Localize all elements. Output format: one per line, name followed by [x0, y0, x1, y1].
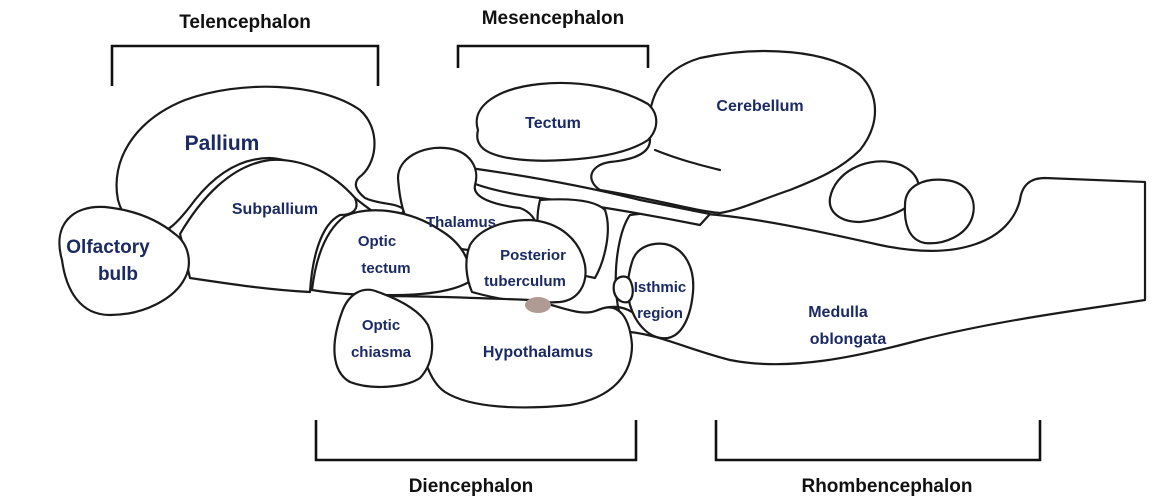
nucleus-marker: [525, 297, 551, 313]
isthmic-region-label-line1: Isthmic: [634, 279, 687, 296]
pallium-label: Pallium: [185, 132, 260, 155]
diencephalon-label: Diencephalon: [409, 476, 534, 497]
isthmic-loop-shape: [614, 277, 633, 303]
isthmic-region-label-line2: region: [637, 305, 683, 322]
medulla-oblongata-label-line2: oblongata: [810, 331, 887, 348]
rhombencephalon-bracket: [716, 420, 1040, 460]
medulla-oblongata-label-line1: Medulla: [808, 304, 868, 321]
telencephalon-bracket: [112, 46, 378, 86]
subpallium-label: Subpallium: [232, 201, 318, 218]
mesencephalon-bracket: [458, 46, 648, 68]
telencephalon-label: Telencephalon: [179, 12, 311, 33]
posterior-tuberculum-label-line1: Posterior: [500, 247, 566, 264]
cerebellum-label: Cerebellum: [716, 98, 803, 115]
optic-tectum-label-line1: Optic: [358, 233, 396, 250]
posterior-tuberculum-label-line2: tuberculum: [484, 273, 566, 290]
olfactory-bulb-label-line2: bulb: [98, 264, 138, 285]
olfactory-bulb-label-line1: Olfactory: [66, 237, 150, 258]
rhombencephalon-label: Rhombencephalon: [801, 476, 972, 497]
optic-chiasma-label-line1: Optic: [362, 317, 400, 334]
optic-tectum-label-line2: tectum: [361, 260, 410, 277]
mesencephalon-label: Mesencephalon: [482, 8, 625, 29]
cerebellar-lobe-shape: [905, 180, 974, 244]
diencephalon-bracket: [316, 420, 636, 460]
tectum-label: Tectum: [525, 115, 581, 132]
thalamus-label: Thalamus: [426, 214, 496, 231]
optic-chiasma-label-line2: chiasma: [351, 344, 412, 361]
hypothalamus-label: Hypothalamus: [483, 344, 593, 361]
